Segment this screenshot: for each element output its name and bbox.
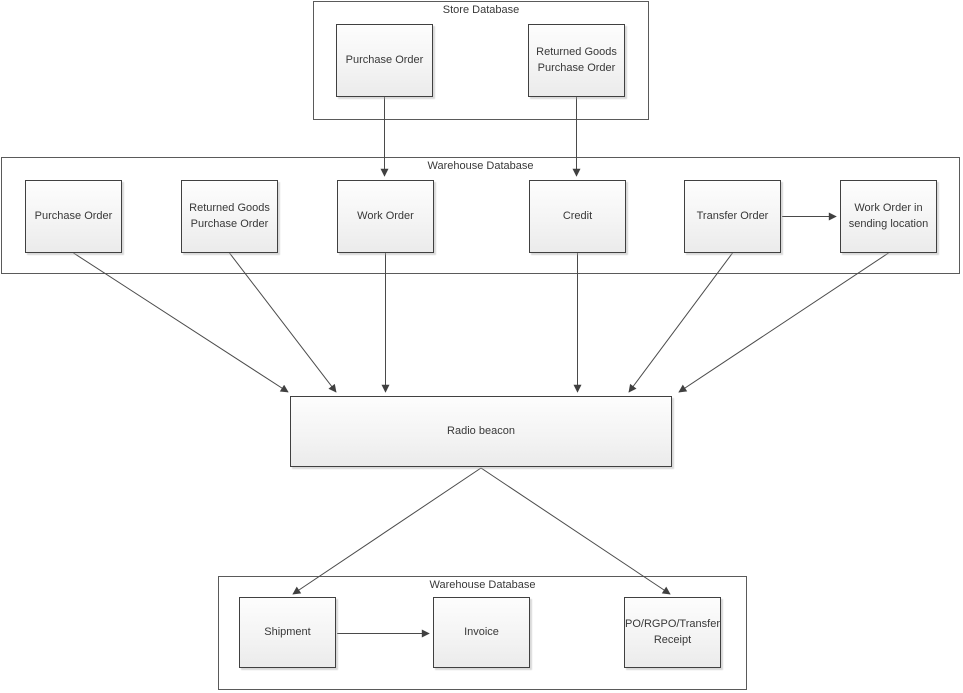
node-po-rgpo-transfer-receipt[interactable]: PO/RGPO/Transfer Receipt bbox=[624, 597, 721, 668]
node-radio-beacon[interactable]: Radio beacon bbox=[290, 396, 672, 467]
node-label: PO/RGPO/Transfer Receipt bbox=[625, 618, 720, 646]
node-label: Purchase Order bbox=[34, 209, 113, 222]
node-warehouse-purchase-order[interactable]: Purchase Order bbox=[25, 180, 122, 253]
node-label: Shipment bbox=[264, 625, 311, 638]
node-label: Transfer Order bbox=[696, 209, 769, 222]
node-store-purchase-order[interactable]: Purchase Order bbox=[336, 24, 433, 97]
node-label: Returned Goods Purchase Order bbox=[189, 202, 270, 230]
container-warehouse-database-mid[interactable]: Warehouse Database bbox=[1, 157, 960, 274]
node-shipment[interactable]: Shipment bbox=[239, 597, 336, 668]
node-warehouse-returned-goods-purchase-order[interactable]: Returned Goods Purchase Order bbox=[181, 180, 278, 253]
node-label: Radio beacon bbox=[447, 424, 515, 437]
node-label: Returned Goods Purchase Order bbox=[536, 46, 617, 74]
node-store-returned-goods-purchase-order[interactable]: Returned Goods Purchase Order bbox=[528, 24, 625, 97]
node-work-order-in-sending-location[interactable]: Work Order in sending location bbox=[840, 180, 937, 253]
node-label: Purchase Order bbox=[345, 53, 424, 66]
node-label: Work Order bbox=[357, 209, 414, 222]
node-credit[interactable]: Credit bbox=[529, 180, 626, 253]
container-title: Store Database bbox=[442, 4, 520, 16]
node-label: Credit bbox=[562, 209, 593, 222]
node-label: Work Order in sending location bbox=[848, 202, 929, 230]
node-transfer-order[interactable]: Transfer Order bbox=[684, 180, 781, 253]
container-title: Warehouse Database bbox=[429, 579, 536, 591]
node-label: Invoice bbox=[464, 625, 499, 638]
node-invoice[interactable]: Invoice bbox=[433, 597, 530, 668]
node-work-order[interactable]: Work Order bbox=[337, 180, 434, 253]
container-title: Warehouse Database bbox=[427, 160, 534, 172]
